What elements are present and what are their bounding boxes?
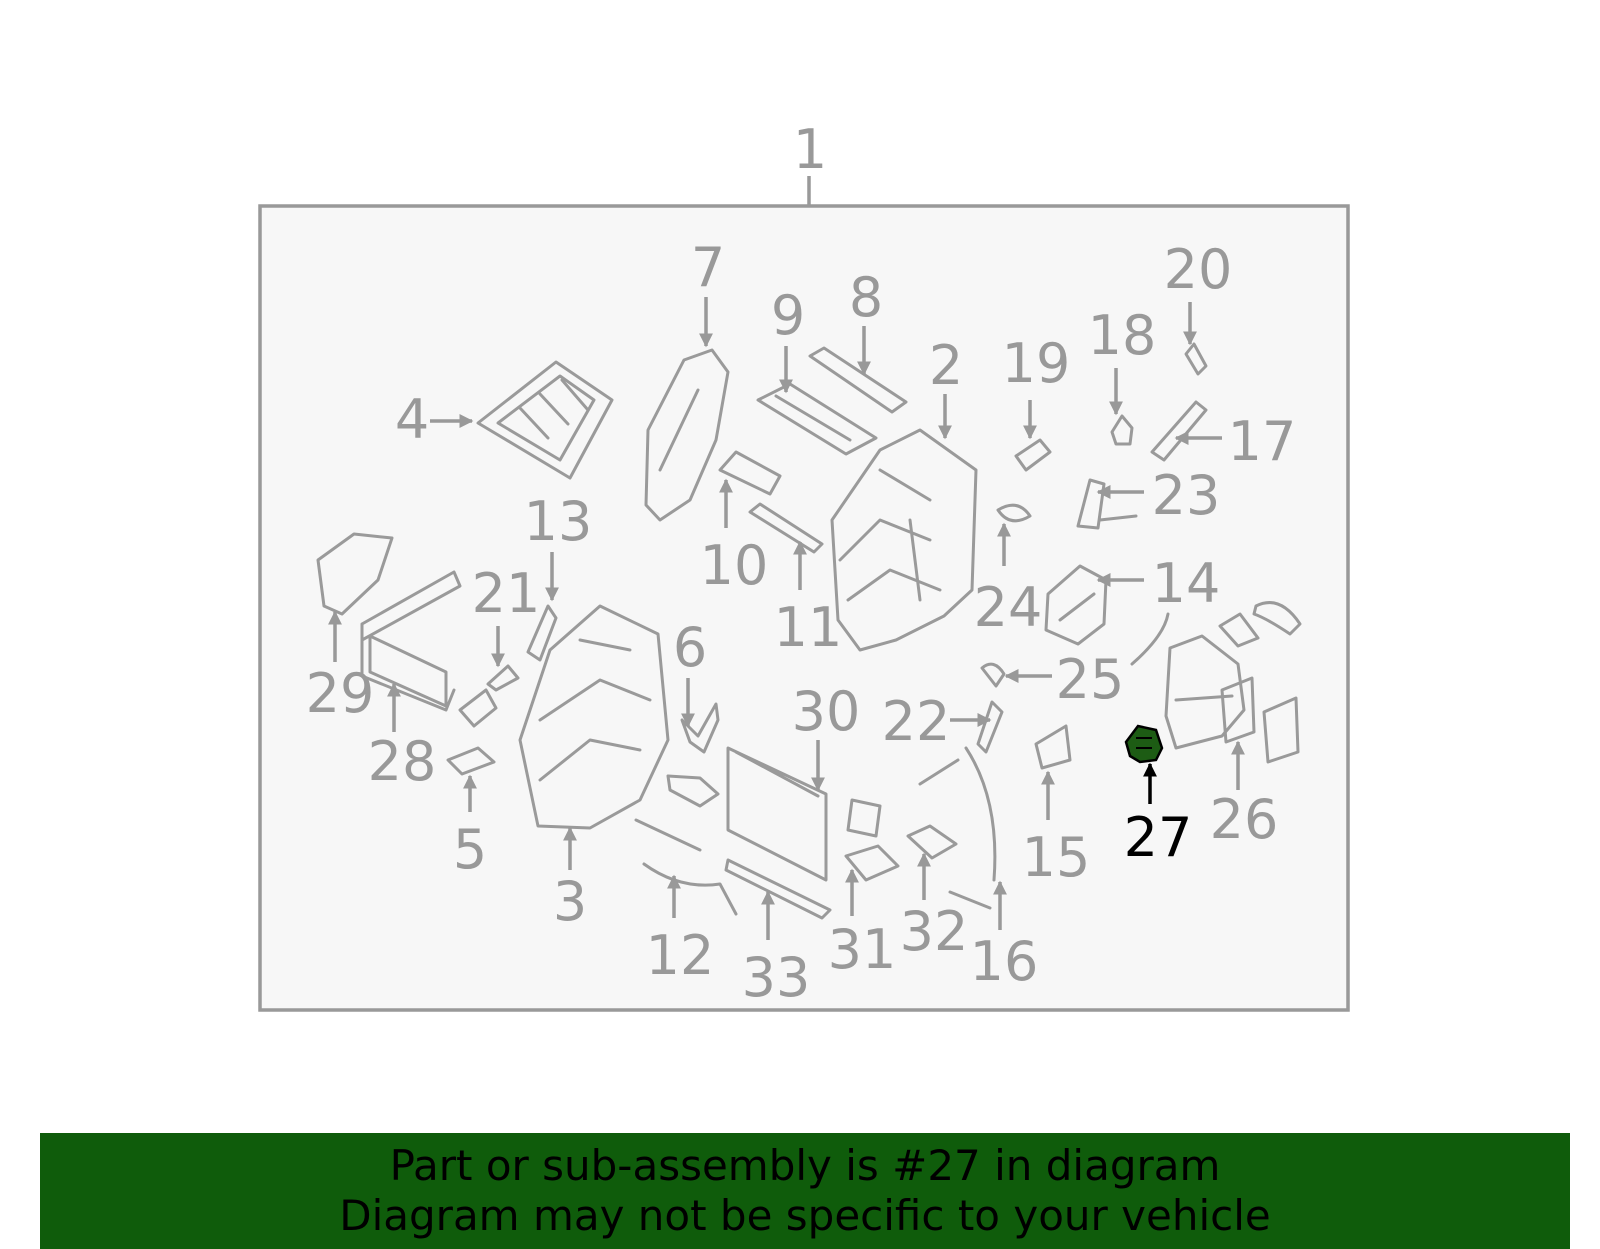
label-32: 32 [900, 900, 969, 963]
label-9: 9 [771, 284, 805, 347]
info-banner: Part or sub-assembly is #27 in diagram D… [40, 1133, 1570, 1249]
label-13: 13 [524, 490, 593, 553]
label-14: 14 [1152, 552, 1221, 615]
label-29: 29 [306, 662, 375, 725]
label-7: 7 [691, 236, 725, 299]
label-3: 3 [553, 870, 587, 933]
label-21: 21 [472, 562, 541, 625]
label-8: 8 [849, 266, 883, 329]
label-23: 23 [1152, 464, 1221, 527]
label-30: 30 [792, 680, 861, 743]
leader-arrows [328, 297, 1245, 940]
label-28: 28 [368, 730, 437, 793]
label-15: 15 [1022, 826, 1091, 889]
label-2: 2 [929, 334, 963, 397]
label-24: 24 [974, 576, 1043, 639]
label-26: 26 [1210, 788, 1279, 851]
callout-labels: 2 3 4 5 6 7 8 9 10 11 12 13 14 15 16 17 … [306, 236, 1297, 1009]
label-12: 12 [646, 924, 715, 987]
label-18: 18 [1088, 304, 1157, 367]
label-10: 10 [700, 534, 769, 597]
label-25: 25 [1056, 648, 1125, 711]
label-31: 31 [828, 918, 897, 981]
label-6: 6 [673, 616, 707, 679]
label-16: 16 [970, 930, 1039, 993]
banner-part-note: Part or sub-assembly is #27 in diagram [389, 1141, 1221, 1190]
banner-disclaimer: Diagram may not be specific to your vehi… [339, 1191, 1271, 1240]
label-19: 19 [1002, 332, 1071, 395]
label-17: 17 [1228, 410, 1297, 473]
label-22: 22 [882, 690, 951, 753]
highlighted-part-27 [1124, 724, 1164, 764]
label-20: 20 [1164, 238, 1233, 301]
label-5: 5 [453, 818, 487, 881]
label-4: 4 [395, 388, 429, 451]
label-27: 27 [1124, 806, 1193, 869]
label-11: 11 [774, 596, 843, 659]
label-1: 1 [793, 118, 827, 181]
label-33: 33 [742, 946, 811, 1009]
assembly-frame [258, 204, 1350, 1012]
parts-diagram: 1 [258, 118, 1350, 1012]
